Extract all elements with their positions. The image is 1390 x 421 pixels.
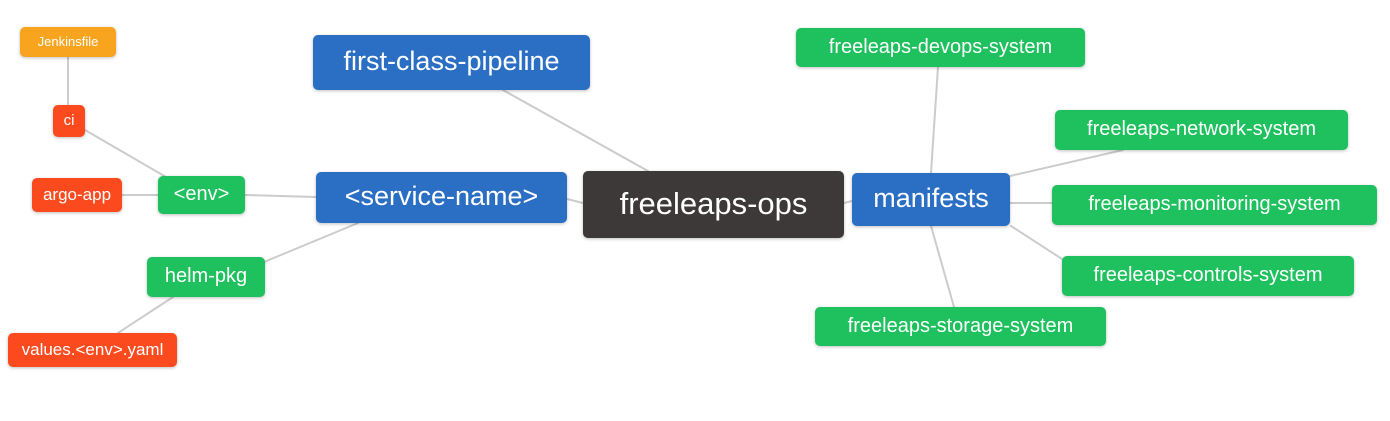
edge-helm-pkg-to-values-env-yaml (117, 296, 174, 334)
node-label: Jenkinsfile (37, 33, 99, 49)
node-label: argo-app (42, 184, 112, 204)
node-jenkinsfile[interactable]: Jenkinsfile (20, 27, 116, 57)
node-label: freeleaps-controls-system (1093, 264, 1323, 286)
node-first-class-pipeline[interactable]: first-class-pipeline (313, 35, 590, 90)
node-label: freeleaps-devops-system (828, 35, 1053, 58)
node-manifests[interactable]: manifests (852, 173, 1010, 226)
node-label: values.<env>.yaml (21, 339, 164, 359)
node-label: freeleaps-network-system (1087, 118, 1316, 140)
node-env[interactable]: <env> (158, 176, 245, 214)
edge-freeleaps-ops-to-manifests (843, 200, 853, 204)
node-label: first-class-pipeline (343, 46, 560, 76)
node-label: ci (63, 111, 75, 129)
edge-manifests-to-freeleaps-controls-system (1010, 225, 1063, 260)
edge-env-to-service-name (244, 194, 317, 198)
node-freeleaps-storage-system[interactable]: freeleaps-storage-system (815, 307, 1106, 346)
node-label: freeleaps-ops (619, 186, 808, 221)
node-values-env-yaml[interactable]: values.<env>.yaml (8, 333, 177, 367)
edge-service-name-to-freeleaps-ops (566, 198, 584, 204)
edge-first-class-pipeline-to-freeleaps-ops (502, 89, 649, 172)
edge-manifests-to-freeleaps-storage-system (930, 225, 955, 308)
node-freeleaps-devops-system[interactable]: freeleaps-devops-system (796, 28, 1085, 67)
node-label: manifests (873, 183, 989, 213)
node-helm-pkg[interactable]: helm-pkg (147, 257, 265, 297)
node-freeleaps-controls-system[interactable]: freeleaps-controls-system (1062, 256, 1354, 296)
node-freeleaps-ops[interactable]: freeleaps-ops (583, 171, 844, 238)
node-label: freeleaps-monitoring-system (1088, 193, 1341, 215)
node-argo-app[interactable]: argo-app (32, 178, 122, 212)
node-label: freeleaps-storage-system (847, 314, 1074, 337)
edge-manifests-to-freeleaps-devops-system (930, 66, 939, 174)
node-service-name[interactable]: <service-name> (316, 172, 567, 223)
node-freeleaps-monitoring-system[interactable]: freeleaps-monitoring-system (1052, 185, 1377, 225)
node-ci[interactable]: ci (53, 105, 85, 137)
node-label: <service-name> (344, 181, 539, 211)
node-label: <env> (173, 183, 230, 205)
edge-manifests-to-freeleaps-network-system (1009, 149, 1124, 177)
edge-service-name-to-helm-pkg (263, 222, 359, 263)
node-freeleaps-network-system[interactable]: freeleaps-network-system (1055, 110, 1348, 150)
node-label: helm-pkg (164, 265, 248, 287)
edge-ci-to-env (84, 129, 167, 178)
